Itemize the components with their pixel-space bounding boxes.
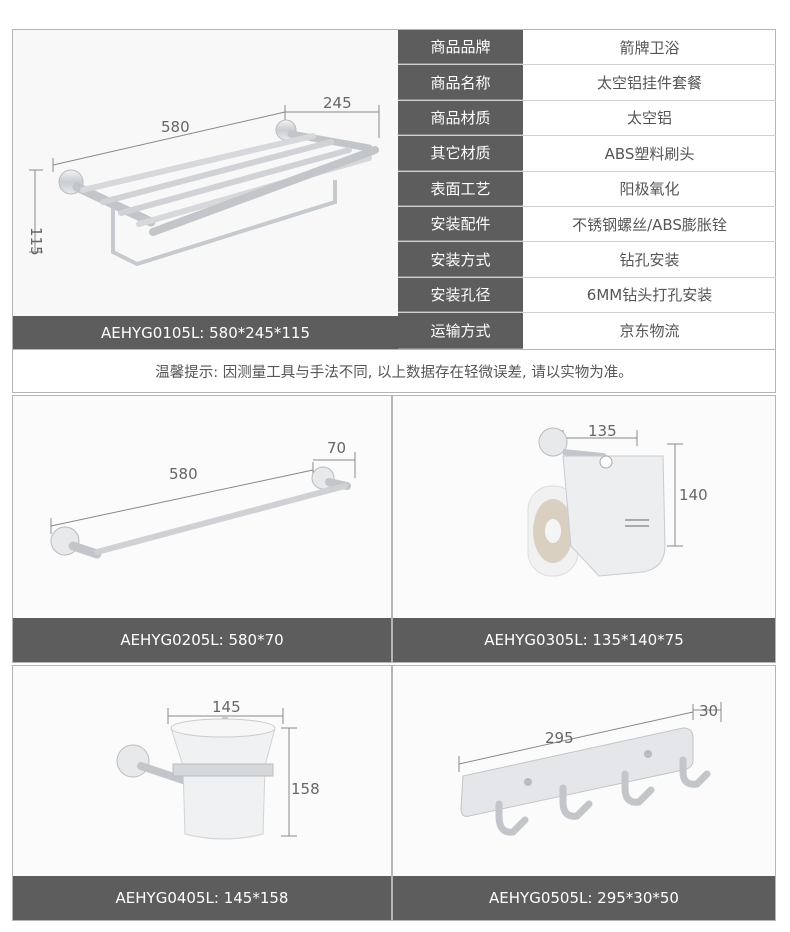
measurement-tip: 温馨提示: 因测量工具与手法不同, 以上数据存在轻微误差, 请以实物为准。 — [13, 349, 775, 393]
hook-rail-caption: AEHYG0505L: 295*30*50 — [393, 876, 775, 920]
toilet-brush-caption: AEHYG0405L: 145*158 — [13, 876, 391, 920]
hook-rail-drawing: 295 30 — [458, 702, 722, 836]
spec-key: 安装孔径 — [398, 277, 523, 313]
spec-row: 运输方式 京东物流 — [398, 313, 776, 349]
bar-depth-label: 70 — [327, 439, 346, 457]
towel-bar-caption: AEHYG0205L: 580*70 — [13, 618, 391, 662]
spec-row: 商品品牌 箭牌卫浴 — [398, 30, 776, 66]
rack-height-label: 115 — [27, 227, 45, 256]
spec-row: 安装配件 不锈钢螺丝/ABS膨胀铨 — [398, 206, 776, 243]
spec-value: 不锈钢螺丝/ABS膨胀铨 — [572, 215, 727, 234]
spec-key: 商品品牌 — [398, 30, 523, 65]
spec-row: 安装方式 钻孔安装 — [398, 242, 776, 278]
spec-row: 安装孔径 6MM钻头打孔安装 — [398, 277, 776, 314]
spec-value: 6MM钻头打孔安装 — [586, 286, 713, 305]
spec-value: 太空铝挂件套餐 — [596, 74, 702, 93]
spec-value: 钻孔安装 — [619, 251, 680, 270]
paper-holder-image: 135 140 — [393, 396, 775, 620]
toilet-brush-drawing: 145 158 — [116, 698, 320, 840]
towel-rack-caption: AEHYG0105L: 580*245*115 — [13, 316, 398, 349]
spec-key: 安装配件 — [398, 206, 523, 242]
spec-key: 表面工艺 — [398, 171, 523, 206]
paper-holder-drawing: 135 140 — [527, 422, 708, 577]
toilet-brush-image: 145 158 — [13, 666, 391, 878]
top-spec-block: 580 245 115 AEHYG0105L: 580*245*115 商品品牌… — [12, 29, 776, 393]
toilet-brush-card: 145 158 AEHYG0405L: 145*158 — [12, 665, 392, 921]
spec-key: 运输方式 — [398, 313, 523, 349]
towel-rack-drawing: 580 245 115 — [27, 94, 380, 267]
spec-value: 阳极氧化 — [619, 180, 680, 199]
towel-rack-image: 580 245 115 — [13, 30, 398, 316]
spec-table: 商品品牌 箭牌卫浴商品名称 太空铝挂件套餐商品材质 太空铝其它材质 ABS塑料刷头表面工… — [398, 30, 776, 349]
spec-key: 安装方式 — [398, 242, 523, 277]
rack-depth-label: 245 — [323, 94, 352, 112]
paper-holder-card: 135 140 AEHYG0305L: 135*140*75 — [392, 395, 776, 663]
spec-key: 商品材质 — [398, 100, 523, 136]
towel-bar-card: 580 70 AEHYG0205L: 580*70 — [12, 395, 392, 663]
bar-length-label: 580 — [169, 465, 198, 483]
towel-bar-drawing: 580 70 — [50, 439, 356, 559]
spec-row: 其它材质 ABS塑料刷头 — [398, 136, 776, 172]
spec-row: 商品名称 太空铝挂件套餐 — [398, 65, 776, 101]
spec-value: 京东物流 — [619, 322, 680, 341]
spec-row: 表面工艺 阳极氧化 — [398, 171, 776, 207]
spec-value: 箭牌卫浴 — [619, 38, 680, 57]
towel-bar-image: 580 70 — [13, 396, 391, 620]
holder-height-label: 140 — [679, 486, 708, 504]
hook-rail-image: 295 30 — [393, 666, 775, 878]
brush-width-label: 145 — [212, 698, 241, 716]
spec-value: ABS塑料刷头 — [604, 144, 695, 163]
rail-length-label: 295 — [545, 729, 574, 747]
spec-key: 其它材质 — [398, 136, 523, 171]
rack-length-label: 580 — [161, 118, 190, 136]
rail-depth-label: 30 — [699, 702, 718, 720]
spec-row: 商品材质 太空铝 — [398, 100, 776, 137]
brush-height-label: 158 — [291, 780, 320, 798]
spec-key: 商品名称 — [398, 65, 523, 100]
hook-rail-card: 295 30 AEHYG0505L: 295*30*50 — [392, 665, 776, 921]
spec-value: 太空铝 — [626, 109, 672, 128]
holder-width-label: 135 — [588, 422, 617, 440]
paper-holder-caption: AEHYG0305L: 135*140*75 — [393, 618, 775, 662]
